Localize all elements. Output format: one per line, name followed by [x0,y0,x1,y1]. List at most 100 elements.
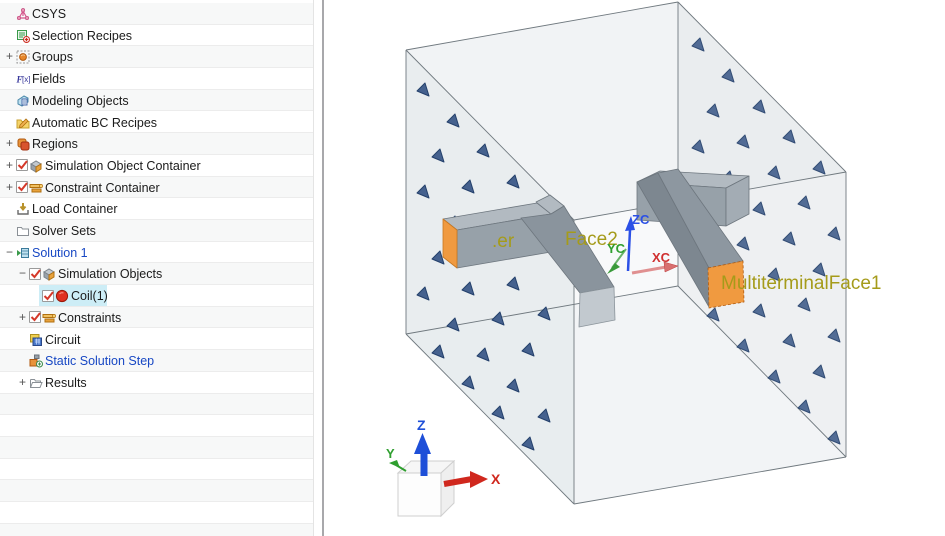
bc-cone-icon [506,174,520,189]
groups-icon [16,50,30,64]
tree-row-coil-1-[interactable]: Coil(1) [0,285,313,307]
tree-row-constraints[interactable]: +Constraints [0,306,313,329]
coil-terminal-right [725,175,750,227]
svg-text:[x]: [x] [22,75,30,84]
terminal-face2-label-fragment: .er [492,231,515,252]
tree-row-circuit[interactable]: Circuit [0,329,313,351]
constraint-icon [29,181,43,195]
tree-row-results[interactable]: +Results [0,372,313,394]
constraint-icon [42,311,56,325]
bc-cone-icon [416,286,430,301]
expand-icon[interactable]: + [5,49,13,64]
fields-icon: F[x] [16,72,31,86]
tree-row-simulation-object-container[interactable]: +Simulation Object Container [0,155,313,177]
expand-icon[interactable]: + [18,309,26,324]
tree-row-modeling-objects[interactable]: Modeling Objects [0,89,313,112]
wcs-yc-label: YC [607,241,626,256]
bc-cone-icon [797,195,811,210]
bc-cone-icon [827,226,841,241]
air-box-edge [405,49,575,221]
triad-x-label: X [491,471,501,487]
bc-cone-icon [736,134,750,149]
bc-cone-icon [721,68,735,83]
bc-cone-icon [416,82,430,97]
tree-item-label: Static Solution Step [45,354,155,369]
tree-row-csys[interactable]: CSYS [0,3,313,25]
bc-cone-icon [446,113,460,128]
wcs-triad[interactable]: ZC YC XC [607,212,679,275]
tree-item-label: Regions [32,137,78,152]
tree-row-static-solution-step[interactable]: Static Solution Step [0,350,313,372]
bc-cone-icon [537,306,551,321]
tree-item-label: Automatic BC Recipes [32,115,158,130]
tree-row-constraint-container[interactable]: +Constraint Container [0,176,313,199]
tree-row-groups[interactable]: +Groups [0,46,313,69]
panel-resize-divider[interactable] [322,0,324,536]
bc-cone-icon [691,139,705,154]
bc-cone-icon [706,103,720,118]
terminal-face2-label: Face2 [565,229,618,250]
coil-terminal-left [520,205,615,294]
triad-cube-front [397,472,442,517]
tree-row-empty [0,415,313,437]
expand-icon[interactable]: + [5,157,13,172]
bc-cone-icon [476,347,490,362]
bc-cone-icon [521,436,535,451]
tree-row-empty [0,437,313,459]
air-box-edge [405,1,679,51]
svg-text:F: F [16,75,23,85]
tree-item-label: Simulation Objects [58,267,163,282]
checkbox-checked[interactable] [29,267,41,280]
bc-cone-icon [537,408,551,423]
bc-cone-icon [767,267,781,282]
csys-icon [16,7,30,21]
coil-terminal-left [442,218,458,269]
tree-row-load-container[interactable]: Load Container [0,198,313,220]
bc-cone-icon [782,231,796,246]
triad-x-arrowhead [470,471,488,488]
tree-row-regions[interactable]: + Regions [0,133,313,155]
tree-row-empty [0,393,313,416]
bc-cone-icon [797,297,811,312]
tree-row-solution-1[interactable]: −Solution 1 [0,242,313,264]
triad-y-label: Y [386,446,395,461]
collapse-icon[interactable]: − [5,244,13,259]
view-orientation-triad[interactable]: Z X Y [386,417,501,518]
tree-row-selection-recipes[interactable]: Selection Recipes [0,25,313,47]
triad-x-shaft [443,476,473,487]
tree-row-simulation-objects[interactable]: − Simulation Objects [0,263,313,286]
tree-row-solver-sets[interactable]: Solver Sets [0,220,313,242]
wcs-x-axis [631,265,667,275]
tree-item-label: Solver Sets [32,224,96,238]
coil-terminal-left [578,286,616,328]
tree-row-automatic-bc-recipes[interactable]: Automatic BC Recipes [0,112,313,134]
bc-cone-icon [416,184,430,199]
solution-icon [16,246,30,260]
bc-cone-icon [782,333,796,348]
simobj-icon [42,267,56,282]
air-box-edge [405,333,575,505]
checkbox-checked[interactable] [42,289,54,302]
checkbox-checked[interactable] [16,159,28,172]
air-box-face [574,172,846,504]
regions-icon [16,137,30,151]
bc-cone-icon [506,276,520,291]
bc-cone-icon [446,317,460,332]
tree-row-fields[interactable]: F[x]Fields [0,68,313,90]
tree-row-empty [0,459,313,481]
expand-icon[interactable]: + [5,179,13,194]
coil-terminal-solids[interactable] [442,168,750,328]
wcs-x-arrowhead [663,261,679,273]
selrecipes-icon [16,29,30,43]
tree-item-label: Circuit [45,332,81,347]
simobj-icon [29,159,43,173]
staticstep-icon [29,354,43,368]
coil-terminal-right [707,260,745,309]
checkbox-checked[interactable] [16,181,28,194]
collapse-icon[interactable]: − [18,266,26,281]
checkbox-checked[interactable] [29,311,41,324]
expand-icon[interactable]: + [5,136,13,151]
expand-icon[interactable]: + [18,374,26,389]
bc-cone-icon [706,307,720,322]
